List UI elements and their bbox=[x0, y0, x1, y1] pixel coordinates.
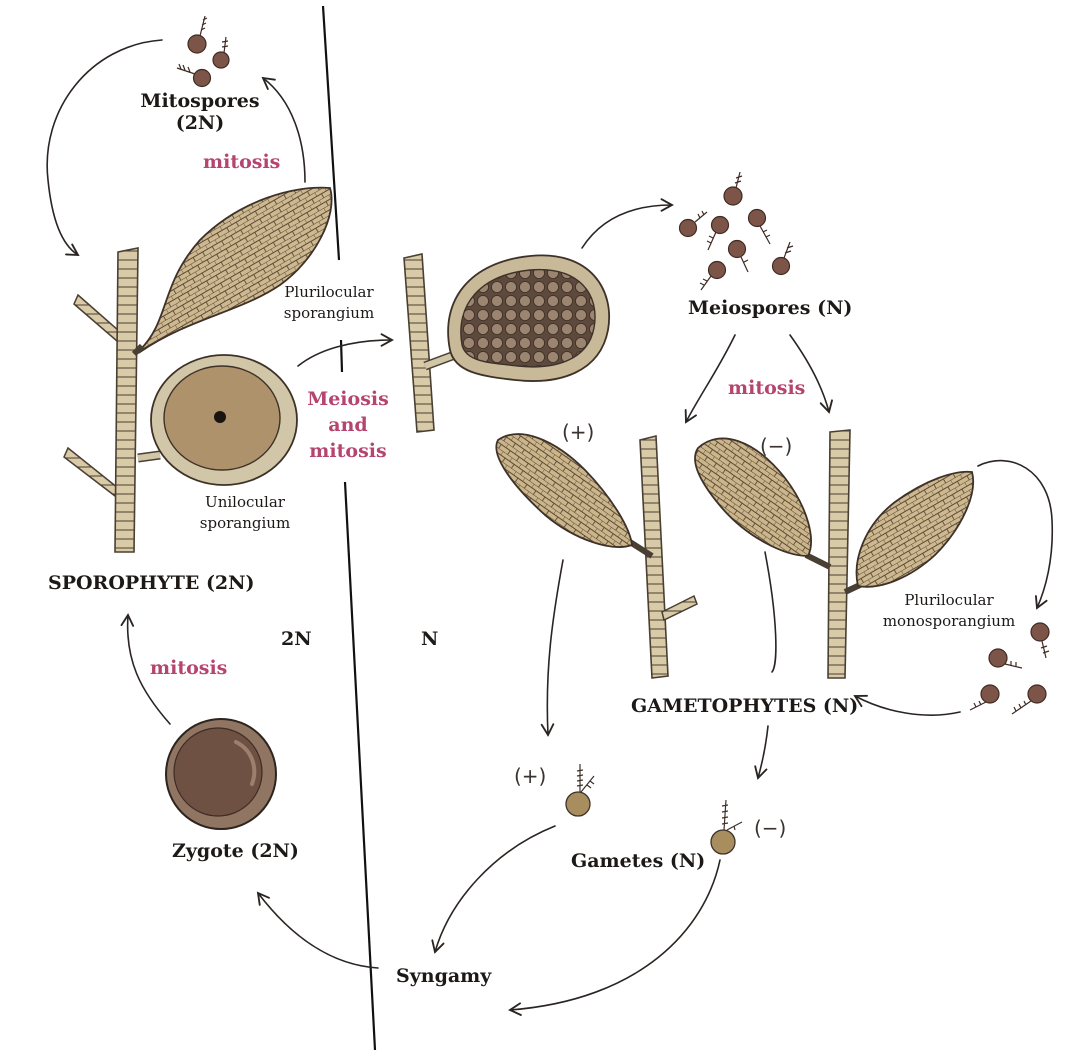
arrow-meiospores-to-minus bbox=[789, 334, 833, 414]
gametophyte-plus-illustration bbox=[495, 433, 698, 679]
unilocular-label-line2: sporangium bbox=[199, 514, 291, 532]
arrow-zygote-to-sporophyte bbox=[120, 613, 171, 725]
arrow-meiospores-to-plus bbox=[684, 334, 736, 424]
unilocular-label-line1: Unilocular bbox=[205, 493, 285, 511]
monospores-cluster bbox=[969, 622, 1050, 715]
arrow-sporangium-to-mitospores bbox=[261, 76, 306, 183]
meiosis-label-line2: and bbox=[328, 414, 368, 436]
arrow-syngamy-to-zygote bbox=[256, 891, 379, 969]
meiosis-label-line3: mitosis bbox=[309, 440, 387, 462]
minus-sign-label: (−) bbox=[760, 434, 793, 458]
sporophyte-illustration bbox=[63, 186, 333, 553]
divider-line-bottom bbox=[343, 481, 377, 1051]
plurilocular-mono-label-line1: Plurilocular bbox=[904, 591, 994, 609]
plurilocular-monosporangium-label: Plurilocular monosporangium bbox=[876, 590, 1022, 632]
unilocular-sporangium-label: Unilocular sporangium bbox=[185, 492, 305, 534]
sporophyte-label: SPOROPHYTE (2N) bbox=[48, 572, 255, 594]
zygote bbox=[165, 718, 277, 830]
plurilocular-sporangium-label-line1: Plurilocular bbox=[284, 283, 374, 301]
syngamy-label: Syngamy bbox=[396, 965, 492, 987]
mitospores-label-ploidy: (2N) bbox=[175, 112, 225, 134]
gamete-minus-sign-label: (−) bbox=[754, 816, 787, 840]
arrow-spores-to-gametophytes bbox=[853, 694, 961, 716]
meiospore-sporangium-illustration bbox=[403, 253, 610, 433]
mitosis-label-left: mitosis bbox=[150, 657, 228, 679]
meiosis-label-line1: Meiosis bbox=[307, 388, 389, 410]
arrow-unilocular-to-meiosis bbox=[297, 333, 394, 367]
meiospores-cluster bbox=[678, 171, 794, 291]
arrow-gamete-minus-to-syngamy bbox=[508, 859, 721, 1016]
plurilocular-sporangium-label-line2: sporangium bbox=[283, 304, 375, 322]
ploidy-2n-label: 2N bbox=[281, 628, 312, 650]
gamete-plus bbox=[565, 764, 595, 817]
arrow-monosporangium-to-spores bbox=[977, 459, 1054, 610]
mitosis-label-right: mitosis bbox=[728, 377, 806, 399]
arrow-sporangium-to-meiospores bbox=[581, 198, 674, 249]
arrow-gamete-plus-to-syngamy bbox=[431, 825, 556, 954]
plurilocular-sporangium-label: Plurilocular sporangium bbox=[270, 282, 388, 324]
arrow-gametophytes-to-gamete bbox=[754, 725, 769, 780]
gametophyte-minus-illustration bbox=[694, 429, 974, 679]
gametes-label: Gametes (N) bbox=[571, 850, 706, 872]
arrow-minus-to-gamete bbox=[764, 551, 777, 673]
meiospores-label: Meiospores (N) bbox=[688, 297, 853, 319]
mitospores-label: Mitospores (2N) bbox=[130, 90, 270, 134]
mitospores-label-name: Mitospores bbox=[140, 90, 260, 112]
gamete-plus-sign-label: (+) bbox=[514, 764, 547, 788]
arrow-mitospores-to-sporophyte bbox=[46, 39, 163, 257]
plurilocular-mono-label-line2: monosporangium bbox=[882, 612, 1016, 630]
gamete-minus bbox=[710, 799, 743, 855]
arrow-plus-to-gamete bbox=[540, 559, 564, 737]
gametophytes-label: GAMETOPHYTES (N) bbox=[631, 695, 859, 717]
mitospores-cluster bbox=[176, 15, 230, 88]
ploidy-n-label: N bbox=[421, 628, 439, 650]
meiosis-and-mitosis-label: Meiosis and mitosis bbox=[300, 386, 396, 464]
zygote-label: Zygote (2N) bbox=[172, 840, 299, 862]
plus-sign-label: (+) bbox=[562, 420, 595, 444]
mitosis-label-top: mitosis bbox=[203, 151, 281, 173]
